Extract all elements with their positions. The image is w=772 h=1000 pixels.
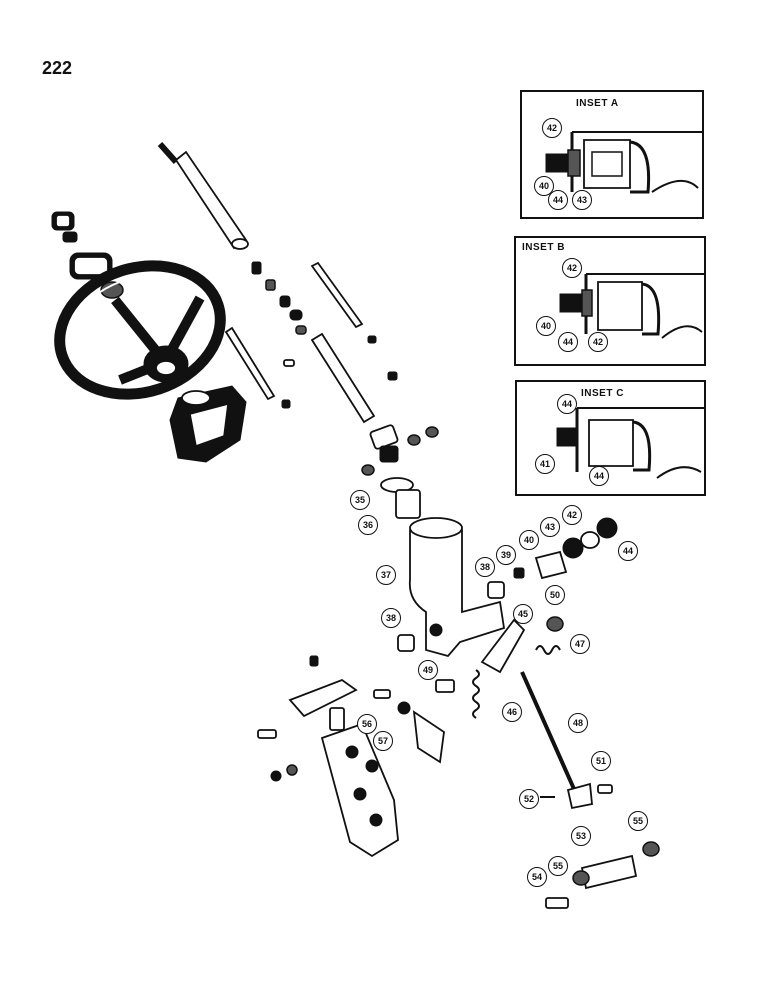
- inset-b-box: INSET B 42 40 44 42: [514, 236, 706, 366]
- plate-icon: [412, 710, 445, 764]
- callout-36: 36: [358, 515, 378, 535]
- inset-title: INSET A: [576, 98, 619, 109]
- dust-boot-icon: [169, 385, 247, 463]
- steering-column-icon: [408, 517, 506, 658]
- callout-51: 51: [591, 751, 611, 771]
- upper-shaft-icon: [157, 142, 249, 250]
- bushing-icon: [395, 489, 421, 519]
- callout-41: 41: [535, 454, 555, 474]
- callout-48: 48: [568, 713, 588, 733]
- callout-55: 55: [628, 811, 648, 831]
- inset-b-drawing: [559, 273, 704, 339]
- nut-icon: [546, 616, 564, 632]
- bolt-icon: [597, 784, 613, 794]
- callout-55: 55: [548, 856, 568, 876]
- control-rod-icon: [520, 671, 580, 799]
- steering-valve-icon: [257, 655, 399, 858]
- callout-56: 56: [357, 714, 377, 734]
- callout-47: 47: [570, 634, 590, 654]
- inset-c-box: INSET C 44 41 44: [515, 380, 706, 496]
- universal-joint-icon: [361, 424, 439, 476]
- callout-52: 52: [519, 789, 539, 809]
- callout-45: 45: [513, 604, 533, 624]
- callout-44: 44: [618, 541, 638, 561]
- nut-icon: [562, 537, 584, 559]
- bolt-icon: [373, 689, 391, 699]
- callout-43: 43: [540, 517, 560, 537]
- horn-cap-icon: [51, 211, 124, 299]
- nut-icon: [642, 841, 660, 857]
- inset-a-drawing: [545, 131, 702, 194]
- bracket-icon: [480, 618, 526, 674]
- callout-44: 44: [548, 190, 568, 210]
- callout-42: 42: [562, 505, 582, 525]
- callout-38: 38: [381, 608, 401, 628]
- callout-42: 42: [562, 258, 582, 278]
- spring-icon: [472, 669, 480, 719]
- bolt-icon: [545, 897, 569, 909]
- inset-a-box: INSET A 42 40 44 43: [520, 90, 704, 219]
- callout-39: 39: [496, 545, 516, 565]
- spacer-icon: [513, 567, 525, 579]
- callout-44: 44: [589, 466, 609, 486]
- callout-46: 46: [502, 702, 522, 722]
- callout-49: 49: [418, 660, 438, 680]
- callout-38: 38: [475, 557, 495, 577]
- callout-37: 35: [350, 490, 370, 510]
- callout-43: 43: [572, 190, 592, 210]
- inset-c-drawing: [556, 407, 704, 479]
- callout-50: 50: [545, 585, 565, 605]
- callout-54: 54: [527, 867, 547, 887]
- callout-40: 40: [519, 530, 539, 550]
- shaft-hardware-icon: [251, 261, 398, 409]
- steering-wheel-icon: [54, 260, 226, 400]
- inset-title: INSET B: [522, 242, 565, 253]
- lever-icon: [580, 854, 638, 890]
- bolt-icon: [435, 679, 455, 693]
- callout-44: 44: [558, 332, 578, 352]
- callout-42: 42: [542, 118, 562, 138]
- spring-icon: [535, 645, 561, 655]
- lock-nut-icon: [596, 517, 618, 539]
- steering-rods-icon: [224, 261, 376, 424]
- callout-42: 42: [588, 332, 608, 352]
- clevis-icon: [566, 782, 593, 810]
- callout-40: 40: [534, 176, 554, 196]
- callout-53: 53: [571, 826, 591, 846]
- inset-title: INSET C: [581, 388, 624, 399]
- bushing-icon: [397, 634, 415, 652]
- callout-57: 57: [373, 731, 393, 751]
- page-number: 222: [42, 58, 73, 78]
- stud-icon: [534, 550, 568, 580]
- callout-44: 44: [557, 394, 577, 414]
- bushing-icon: [487, 581, 505, 599]
- callout-35: 37: [376, 565, 396, 585]
- callout-40: 40: [536, 316, 556, 336]
- nut-icon: [397, 701, 411, 715]
- washer-icon: [580, 531, 600, 549]
